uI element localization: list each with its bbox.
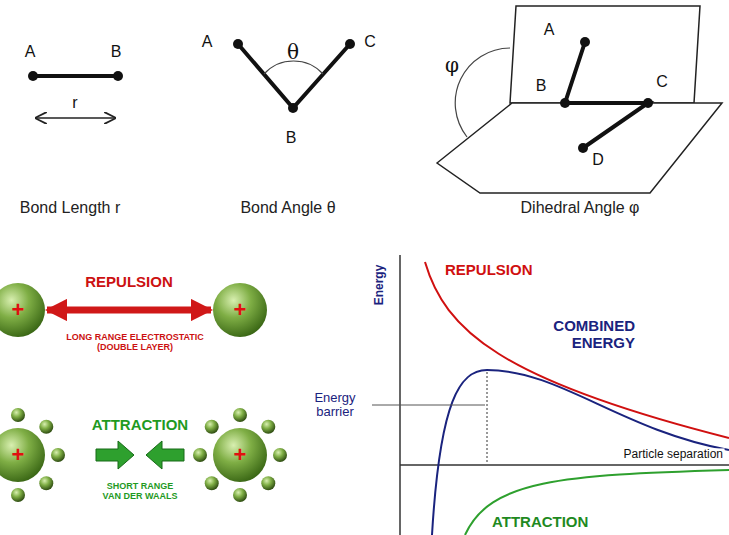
- axis-label: Energy: [373, 265, 386, 306]
- counter-ion: [233, 408, 247, 422]
- counter-ion: [261, 476, 275, 490]
- bond-angle-figure: [233, 39, 355, 113]
- counter-ion: [205, 476, 219, 490]
- force-label: REPULSION: [85, 274, 173, 291]
- counter-ion: [261, 420, 275, 434]
- counter-ion: [39, 420, 53, 434]
- counter-ion: [205, 420, 219, 434]
- counter-ion: [193, 448, 207, 462]
- counter-ion: [11, 408, 25, 422]
- attraction-arrow: [96, 441, 184, 469]
- counter-ion: [233, 488, 247, 502]
- energy-graph: [372, 255, 729, 535]
- caption: Dihedral Angle φ: [521, 199, 640, 217]
- curve-label: ATTRACTION: [492, 514, 588, 531]
- atom-label: B: [111, 43, 122, 61]
- force-label: ATTRACTION: [92, 417, 188, 434]
- repulsion-arrow: [47, 307, 211, 314]
- atom-label: B: [286, 129, 297, 147]
- atom-label: A: [25, 43, 36, 61]
- axis-label: Particle separation: [622, 448, 725, 461]
- counter-ion: [11, 488, 25, 502]
- atom-label: A: [544, 21, 555, 39]
- length-symbol: r: [72, 94, 77, 112]
- charge-sign: +: [234, 444, 247, 466]
- charged-particle: +: [213, 428, 267, 482]
- charge-sign: +: [234, 299, 247, 321]
- curve-label: COMBINED ENERGY: [535, 318, 635, 351]
- atom-label: A: [202, 33, 213, 51]
- atom-label: C: [364, 33, 376, 51]
- charged-particle: +: [0, 428, 45, 482]
- charge-sign: +: [12, 299, 25, 321]
- counter-ions: [0, 408, 287, 502]
- counter-ion: [39, 476, 53, 490]
- charged-particle: +: [0, 283, 45, 337]
- charged-particle: +: [213, 283, 267, 337]
- caption: Bond Length r: [20, 199, 121, 217]
- charge-sign: +: [12, 444, 25, 466]
- bond-length-figure: [28, 71, 123, 118]
- atom-label: D: [592, 151, 604, 169]
- caption: Bond Angle θ: [240, 199, 335, 217]
- atom-label: C: [656, 73, 668, 91]
- counter-ion: [51, 448, 65, 462]
- angle-symbol: φ: [445, 54, 459, 76]
- force-note: SHORT RANGE VAN DER WAALS: [100, 482, 180, 502]
- annotation: Energy barrier: [303, 391, 367, 420]
- dihedral-figure: [437, 6, 722, 193]
- atom-label: B: [536, 77, 547, 95]
- curve-label: REPULSION: [445, 262, 533, 279]
- force-note: LONG RANGE ELECTROSTATIC (DOUBLE LAYER): [60, 333, 210, 353]
- counter-ion: [273, 448, 287, 462]
- angle-symbol: θ: [287, 41, 299, 63]
